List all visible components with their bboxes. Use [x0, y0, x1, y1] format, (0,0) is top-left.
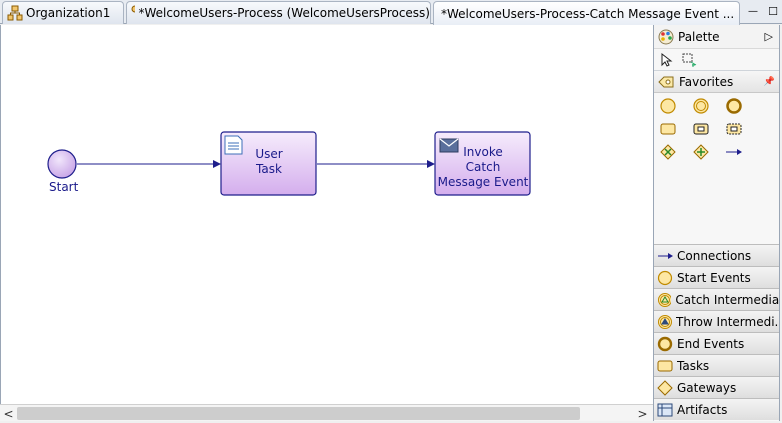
palette-icon — [658, 29, 674, 44]
drawer-label: Gateways — [677, 380, 737, 395]
drawer-end-events[interactable]: End Events — [654, 332, 779, 354]
palette-panel: Palette ▷ Favorites 📌 — [653, 25, 780, 421]
favorites-grid — [654, 93, 779, 243]
start-event[interactable] — [47, 149, 77, 179]
tab-label: *WelcomeUsers-Process (WelcomeUsersProce… — [138, 6, 430, 20]
tab-label: Organization1 — [26, 6, 111, 20]
artifact-icon — [657, 403, 673, 416]
invoke-task-label-line3: Message Event — [437, 175, 529, 189]
drawer-label: Catch Intermedia... — [675, 292, 779, 307]
tab-welcomeusers-process[interactable]: *WelcomeUsers-Process (WelcomeUsersProce… — [126, 1, 431, 24]
minimize-icon: — — [748, 5, 758, 17]
task-icon — [660, 123, 676, 135]
drawer-label: Artifacts — [677, 402, 728, 417]
drawer-label: Tasks — [677, 358, 710, 373]
palette-title: Palette — [678, 29, 720, 44]
end-event-tool[interactable] — [723, 95, 745, 117]
favorites-icon — [658, 76, 674, 87]
task-tool[interactable] — [657, 118, 679, 140]
minimize-button[interactable]: — — [742, 2, 764, 20]
select-tool[interactable] — [658, 51, 676, 69]
palette-collapse-icon[interactable]: ▷ — [764, 30, 773, 43]
and-gateway-tool[interactable] — [690, 141, 712, 163]
drawer-connections[interactable]: Connections — [654, 244, 779, 266]
invoke-task-label-line1: Invoke — [463, 145, 503, 159]
start-event-icon — [660, 98, 676, 114]
invoke-task-label: Invoke Catch Message Event — [437, 145, 529, 190]
intermediate-event-icon — [693, 98, 709, 114]
favorites-drawer-header[interactable]: Favorites 📌 — [654, 71, 779, 93]
palette-header[interactable]: Palette ▷ — [654, 25, 779, 49]
drawer-start-events[interactable]: Start Events — [654, 266, 779, 288]
connection-icon — [658, 252, 673, 259]
invoke-task-label-line2: Catch — [465, 160, 501, 174]
drawer-label: Throw Intermedi... — [675, 314, 779, 329]
and-gateway-icon — [693, 144, 709, 160]
user-task-label-line2: Task — [256, 162, 282, 176]
diagram-canvas[interactable]: Start User Task Invoke Catch Message Eve… — [0, 25, 653, 404]
palette-toolbar — [654, 49, 779, 71]
tab-organization1[interactable]: Organization1 — [2, 1, 124, 24]
drawer-label: Connections — [677, 248, 752, 263]
marquee-icon — [682, 53, 697, 67]
organization-icon — [7, 5, 23, 21]
maximize-button[interactable]: ☐ — [762, 2, 782, 20]
user-task-label: User Task — [237, 147, 301, 177]
marquee-tool[interactable] — [680, 51, 698, 69]
intermediate-event-tool[interactable] — [690, 95, 712, 117]
drawer-artifacts[interactable]: Artifacts — [654, 398, 779, 420]
pin-icon[interactable]: 📌 — [763, 76, 775, 87]
xor-gateway-icon — [660, 144, 676, 160]
tab-catch-message-event[interactable]: *WelcomeUsers-Process-Catch Message Even… — [433, 1, 740, 25]
maximize-icon: ☐ — [768, 4, 778, 18]
drawer-throw-intermediate[interactable]: Throw Intermedi... — [654, 310, 779, 332]
drawer-label: End Events — [677, 336, 745, 351]
horizontal-scrollbar[interactable]: < > — [0, 404, 653, 421]
xor-gateway-tool[interactable] — [657, 141, 679, 163]
user-task-label-line1: User — [255, 147, 283, 161]
start-event-label: Start — [49, 180, 79, 194]
drawer-tasks[interactable]: Tasks — [654, 354, 779, 376]
catch-intermediate-icon — [658, 292, 672, 307]
scroll-right-arrow[interactable]: > — [637, 406, 648, 421]
sequence-flow-tool[interactable] — [723, 141, 745, 163]
task-icon — [657, 360, 673, 371]
start-event-tool[interactable] — [657, 95, 679, 117]
drawer-label: Start Events — [677, 270, 751, 285]
gateway-icon — [657, 379, 673, 396]
favorites-title: Favorites — [679, 74, 734, 89]
envelope-icon — [439, 138, 459, 153]
user-task-icon — [224, 135, 243, 155]
scrollbar-thumb[interactable] — [17, 407, 580, 420]
arrow-pointer-icon — [661, 52, 673, 67]
end-event-icon — [726, 98, 742, 114]
invoke-task-box[interactable] — [434, 131, 531, 196]
scroll-left-arrow[interactable]: < — [3, 406, 14, 421]
subprocess-icon — [693, 123, 709, 135]
tab-label: *WelcomeUsers-Process-Catch Message Even… — [441, 6, 735, 21]
start-event-icon — [657, 270, 673, 285]
drawer-gateways[interactable]: Gateways — [654, 376, 779, 398]
process-icon — [131, 5, 136, 13]
subprocess-tool[interactable] — [690, 118, 712, 140]
event-subprocess-icon — [726, 123, 742, 135]
user-task-box[interactable] — [220, 131, 317, 196]
end-event-icon — [657, 336, 673, 351]
sequence-flow-icon — [726, 149, 742, 155]
editor-tab-bar: Organization1 *WelcomeUsers-Process (Wel… — [0, 0, 782, 25]
throw-intermediate-icon — [658, 314, 672, 329]
event-subprocess-tool[interactable] — [723, 118, 745, 140]
drawer-catch-intermediate[interactable]: Catch Intermedia... — [654, 288, 779, 310]
diagram-svg — [47, 131, 531, 196]
